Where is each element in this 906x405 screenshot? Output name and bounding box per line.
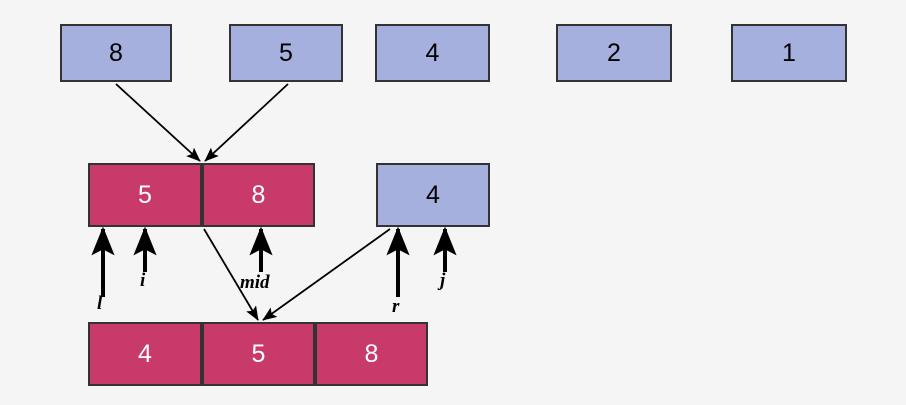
array-cell: 4 [88,322,202,386]
connector-right-to-out [262,228,391,321]
pointer-i-label: i [140,270,146,291]
array-cell: 8 [315,322,428,386]
pointer-l-label: l [97,293,103,314]
pointer-mid-label: mid [240,272,270,293]
connector-8-to-merge [115,83,201,162]
pointer-j-label: j [440,270,446,291]
array-cell: 8 [202,163,315,227]
array-cell: 5 [229,24,343,82]
array-cell: 4 [375,24,490,82]
pointer-r-label: r [392,296,400,317]
array-cell: 2 [556,24,672,82]
array-cell: 5 [202,322,315,386]
array-cell: 5 [88,163,202,227]
array-cell: 8 [60,24,172,82]
array-cell: 4 [376,163,490,227]
connector-5-to-merge [204,83,289,162]
array-cell: 1 [731,24,847,82]
